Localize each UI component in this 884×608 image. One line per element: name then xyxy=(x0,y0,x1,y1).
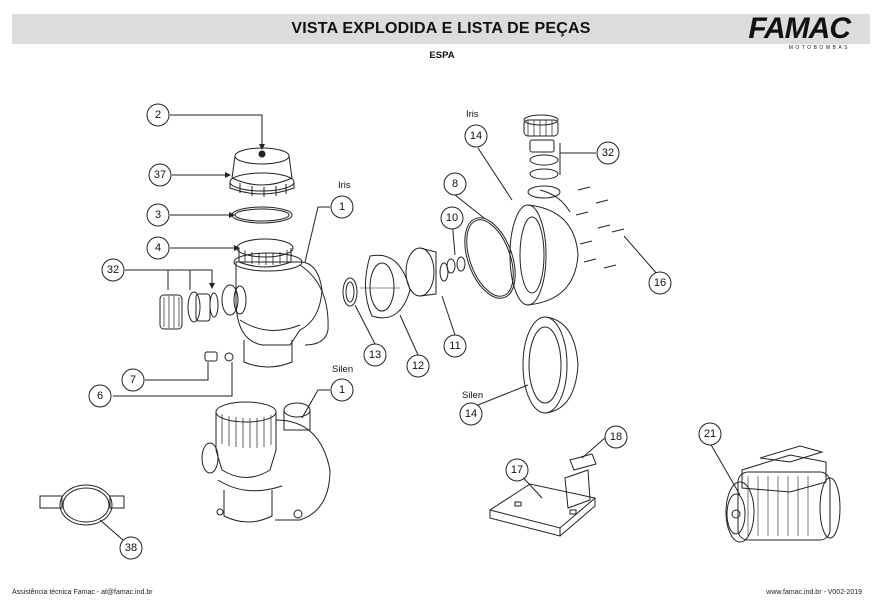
callout-32-right: 32 xyxy=(596,141,620,165)
svg-text:37: 37 xyxy=(154,169,166,181)
caption-iris-right: Iris xyxy=(466,109,479,120)
caption-silen-right: Silen xyxy=(462,390,483,401)
svg-text:17: 17 xyxy=(511,464,523,476)
callout-21: 21 xyxy=(698,422,722,446)
svg-text:2: 2 xyxy=(155,109,161,121)
svg-text:21: 21 xyxy=(704,428,716,440)
svg-text:6: 6 xyxy=(97,390,103,402)
discharge-union xyxy=(523,114,559,180)
arrow-heads xyxy=(209,144,265,289)
svg-text:11: 11 xyxy=(449,340,460,352)
callout-38: 38 xyxy=(119,536,143,560)
callouts: 2 37 3 4 32 1 7 6 1 38 13 12 10 11 8 14 … xyxy=(88,103,722,560)
union-fittings xyxy=(159,284,239,330)
caption-silen-left: Silen xyxy=(332,364,353,375)
svg-text:32: 32 xyxy=(107,264,119,276)
diffuser xyxy=(360,254,411,319)
svg-text:4: 4 xyxy=(155,242,161,254)
mounting-bracket xyxy=(39,484,125,526)
svg-text:14: 14 xyxy=(465,408,477,420)
svg-text:12: 12 xyxy=(412,360,424,372)
callout-10: 10 xyxy=(440,206,464,230)
svg-text:3: 3 xyxy=(155,209,161,221)
motor-base xyxy=(488,469,597,537)
logo-tagline: MOTOBOMBAS xyxy=(788,45,850,51)
callout-3: 3 xyxy=(146,203,170,227)
famac-logo: FAMAC MOTOBOMBAS xyxy=(740,12,860,52)
impeller xyxy=(405,247,449,297)
svg-text:18: 18 xyxy=(610,431,622,443)
document-title: VISTA EXPLODIDA E LISTA DE PEÇAS xyxy=(291,20,591,37)
callout-18: 18 xyxy=(604,425,628,449)
svg-text:16: 16 xyxy=(654,277,666,289)
support-contact: Assistência técnica Famac - at@famac.ind… xyxy=(12,589,153,596)
lid-oring xyxy=(231,206,293,224)
seal-components xyxy=(446,256,466,274)
callout-1-iris: 1 xyxy=(330,195,354,219)
callout-2: 2 xyxy=(146,103,170,127)
caption-iris-left: Iris xyxy=(338,180,351,191)
callout-7: 7 xyxy=(121,368,145,392)
callout-13: 13 xyxy=(363,343,387,367)
svg-text:7: 7 xyxy=(130,374,136,386)
rubber-pad xyxy=(569,453,597,471)
pump-body-silen xyxy=(201,401,331,523)
callout-1-silen: 1 xyxy=(330,378,354,402)
callout-32-left: 32 xyxy=(101,258,125,282)
drain-plug xyxy=(204,351,234,362)
svg-text:1: 1 xyxy=(339,384,345,396)
header-bar: VISTA EXPLODIDA E LISTA DE PEÇAS xyxy=(12,14,870,44)
svg-text:32: 32 xyxy=(602,147,614,159)
callout-17: 17 xyxy=(505,458,529,482)
model-subtitle: ESPA xyxy=(429,50,455,61)
website-version: www.famac.ind.br - V002-2019 xyxy=(766,589,862,596)
callout-11: 11 xyxy=(443,334,467,358)
lid-assembly xyxy=(229,147,295,197)
svg-text:13: 13 xyxy=(369,349,381,361)
casing-silen xyxy=(522,316,579,414)
electric-motor xyxy=(725,445,841,543)
callout-14-iris: 14 xyxy=(464,124,488,148)
leader-lines xyxy=(99,114,741,541)
svg-text:14: 14 xyxy=(470,130,482,142)
callout-37: 37 xyxy=(148,163,172,187)
logo-wordmark: FAMAC xyxy=(748,12,851,45)
svg-text:1: 1 xyxy=(339,201,345,213)
mechanical-seal-ring xyxy=(342,277,358,307)
pump-body-iris xyxy=(233,252,329,368)
model-captions: Iris Silen Iris Silen xyxy=(332,109,483,401)
svg-text:10: 10 xyxy=(446,212,458,224)
callout-16: 16 xyxy=(648,271,672,295)
casing-screws xyxy=(575,186,625,269)
svg-text:38: 38 xyxy=(125,542,137,554)
callout-4: 4 xyxy=(146,236,170,260)
callout-14-silen: 14 xyxy=(459,402,483,426)
svg-text:8: 8 xyxy=(452,178,458,190)
callout-6: 6 xyxy=(88,384,112,408)
callout-8: 8 xyxy=(443,172,467,196)
casing-oring xyxy=(464,217,516,299)
casing-iris xyxy=(509,185,579,306)
callout-12: 12 xyxy=(406,354,430,378)
